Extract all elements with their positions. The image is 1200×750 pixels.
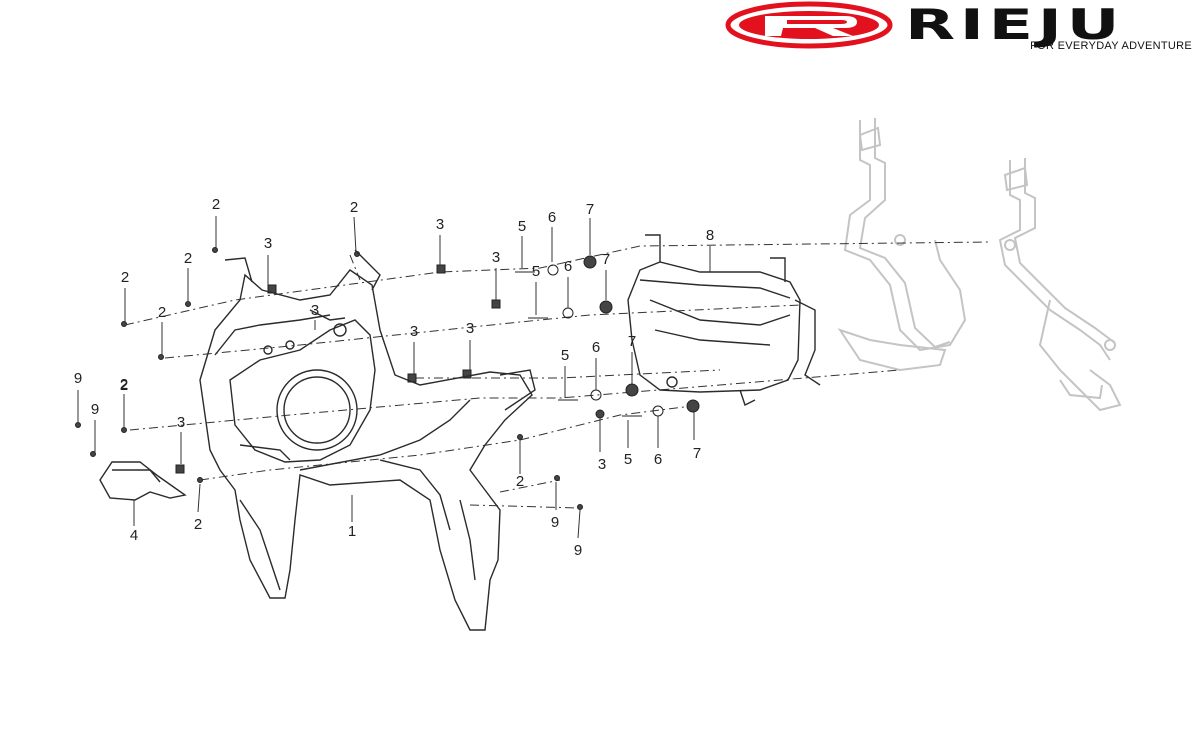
callout-2: 2	[119, 376, 129, 393]
fasteners	[75, 247, 700, 510]
callout-5: 5	[623, 451, 633, 468]
callout-3: 3	[263, 235, 273, 252]
callout-4: 4	[129, 527, 139, 544]
callout-9: 9	[73, 370, 83, 387]
callout-6: 6	[563, 258, 573, 275]
callout-3: 3	[465, 320, 475, 337]
callout-3: 3	[491, 249, 501, 266]
callout-3: 3	[176, 414, 186, 431]
callout-6: 6	[591, 339, 601, 356]
callout-7: 7	[601, 251, 611, 268]
callout-2: 2	[157, 304, 167, 321]
rieju-r-oval-logo-icon	[725, 1, 893, 49]
callout-7: 7	[627, 333, 637, 350]
callout-3: 3	[409, 323, 419, 340]
callout-9: 9	[550, 514, 560, 531]
front-cowl	[199, 249, 536, 631]
callout-2: 2	[211, 196, 221, 213]
callout-1: 1	[347, 523, 357, 540]
callout-2: 2	[193, 516, 203, 533]
callout-9: 9	[573, 542, 583, 559]
callout-5: 5	[560, 347, 570, 364]
brand-tagline: FOR EVERYDAY ADVENTURE	[1030, 40, 1192, 52]
callout-5: 5	[531, 263, 541, 280]
callout-3: 3	[310, 302, 320, 319]
callout-7: 7	[692, 445, 702, 462]
callout-8: 8	[705, 227, 715, 244]
brand-logo: RIEJU FOR EVERYDAY ADVENTURE	[725, 0, 1200, 64]
callout-2: 2	[183, 250, 193, 267]
callout-5: 5	[517, 218, 527, 235]
callout-2: 2	[515, 473, 525, 490]
callout-3: 3	[435, 216, 445, 233]
assembly-lines	[124, 241, 991, 509]
callout-6: 6	[547, 209, 557, 226]
callout-2: 2	[349, 199, 359, 216]
frame-outline	[837, 118, 1122, 412]
leader-lines	[77, 216, 711, 539]
callout-9: 9	[90, 401, 100, 418]
brand-name: RIEJU	[905, 0, 1125, 49]
lower-bracket	[99, 461, 187, 501]
callout-6: 6	[653, 451, 663, 468]
callout-2: 2	[120, 269, 130, 286]
headlight-unit	[627, 234, 821, 406]
callout-3: 3	[597, 456, 607, 473]
callout-2: 2	[119, 377, 129, 394]
callout-7: 7	[585, 201, 595, 218]
